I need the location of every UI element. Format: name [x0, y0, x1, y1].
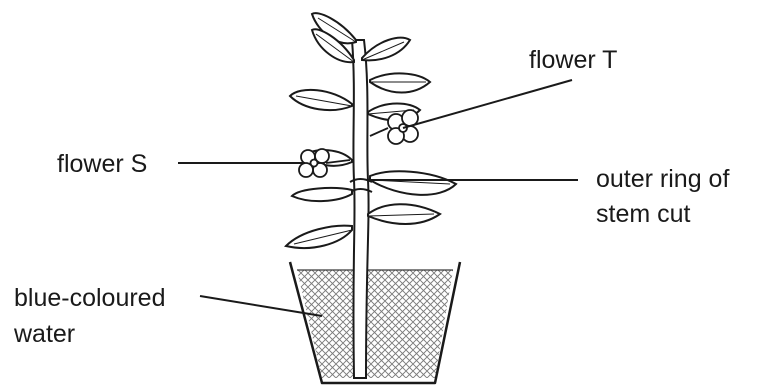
flower-t-label: flower T — [529, 44, 617, 76]
beaker — [290, 262, 460, 383]
flower-s-label: flower S — [57, 148, 147, 180]
outer-ring-label-line1: outer ring of — [596, 163, 729, 195]
outer-ring-label-line2: stem cut — [596, 198, 690, 230]
flower-t-leader — [403, 80, 572, 128]
blue-water-label-line1: blue-coloured — [14, 282, 166, 314]
blue-water-label-line2: water — [14, 318, 75, 350]
blue-water-fill — [290, 262, 460, 382]
leaves — [286, 13, 456, 248]
water-leader — [200, 296, 322, 316]
